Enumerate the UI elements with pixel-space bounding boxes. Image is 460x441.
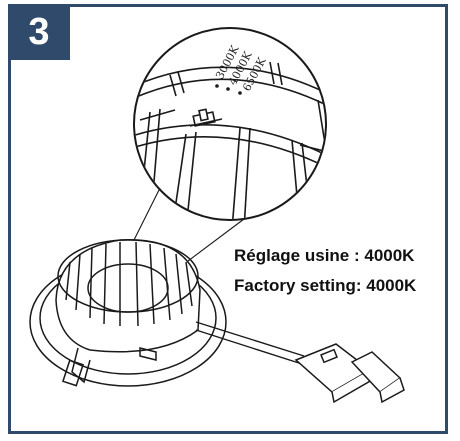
downlight-fixture xyxy=(29,239,227,387)
cct-switch xyxy=(189,108,223,127)
factory-setting-caption-fr: Réglage usine : 4000K xyxy=(234,246,415,265)
power-cable xyxy=(195,321,305,365)
quick-connector xyxy=(294,343,405,404)
magnified-detail xyxy=(133,27,327,221)
step-number-badge: 3 xyxy=(8,4,70,60)
factory-setting-caption-en: Factory setting: 4000K xyxy=(234,276,417,295)
